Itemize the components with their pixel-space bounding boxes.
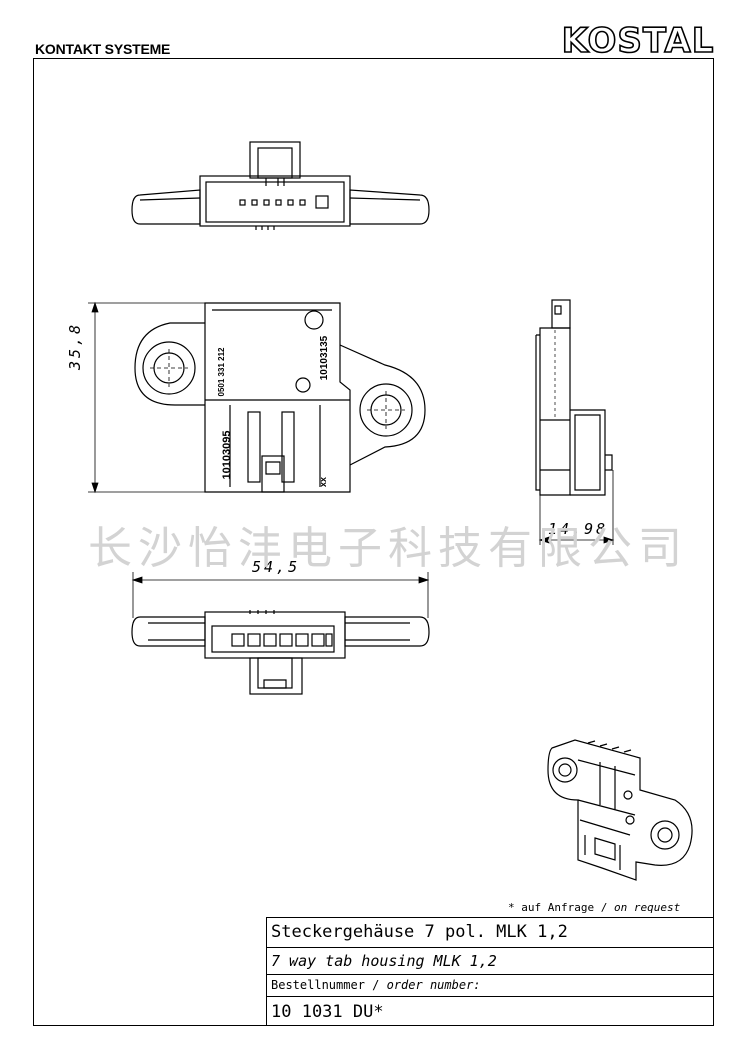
- marking-code-b: 10103135: [319, 335, 330, 380]
- order-number: 10 1031 DU*: [271, 1002, 384, 1022]
- title-de: Steckergehäuse 7 pol. MLK 1,2: [267, 918, 714, 948]
- title-block: Steckergehäuse 7 pol. MLK 1,2 7 way tab …: [266, 917, 714, 1026]
- depth-dimension-label: 14,98: [548, 520, 609, 538]
- order-label-en: order number:: [386, 978, 481, 992]
- width-dimension-line: [131, 572, 430, 618]
- depth-dimension-line: [538, 470, 615, 545]
- watermark-text: 长沙怡沣电子科技有限公司: [88, 523, 688, 574]
- company-label: KONTAKT SYSTEME: [35, 41, 171, 57]
- height-dimension-line: [88, 301, 210, 494]
- marking-xx: xx: [318, 477, 328, 487]
- bottom-view-pins: [231, 633, 333, 647]
- top-view: [131, 141, 430, 230]
- isometric-view: [547, 739, 693, 881]
- marking-code-c: 10103095: [221, 431, 233, 480]
- drawing-frame: [33, 58, 714, 1026]
- marking-code-a: 0501 331 212: [217, 347, 226, 396]
- kostal-logo: KOSTAL: [562, 22, 714, 58]
- note-en: on request: [613, 901, 681, 914]
- availability-note: * auf Anfrage / on request: [508, 901, 680, 914]
- title-en: 7 way tab housing MLK 1,2: [267, 948, 714, 975]
- order-label: Bestellnummer / order number:: [267, 975, 714, 997]
- width-dimension-label: 54,5: [252, 558, 301, 576]
- order-label-de: Bestellnummer /: [271, 978, 387, 992]
- bottom-view: [131, 610, 430, 695]
- side-view: [535, 299, 613, 496]
- note-de: * auf Anfrage /: [508, 901, 614, 914]
- height-dimension-label: 35,8: [66, 321, 84, 370]
- front-view: [134, 302, 426, 493]
- logo-text: KOSTAL: [562, 22, 714, 58]
- top-view-pins: [239, 195, 329, 209]
